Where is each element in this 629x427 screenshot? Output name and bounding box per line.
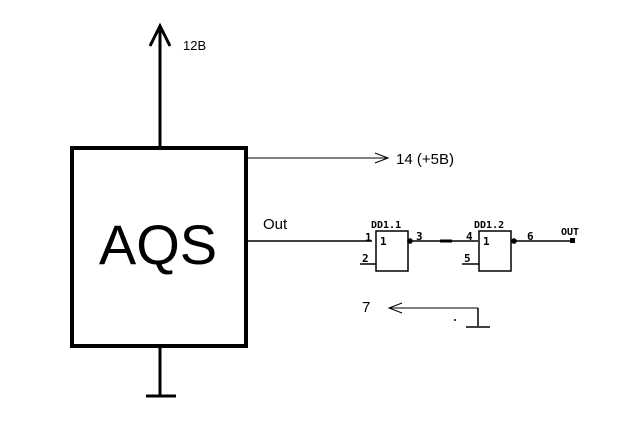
gate-1-output-dot bbox=[407, 238, 413, 244]
output-label: OUT bbox=[561, 227, 579, 238]
supply-arrow-icon bbox=[148, 22, 172, 47]
module-label: AQS bbox=[99, 213, 217, 276]
gate-1-pin-in2: 2 bbox=[362, 252, 369, 265]
out-label: Out bbox=[263, 216, 288, 233]
gate-2-pin-out: 6 bbox=[527, 230, 534, 243]
supply-label: 12В bbox=[183, 38, 206, 53]
output-terminal bbox=[570, 238, 575, 243]
gate-1-pin-in1: 1 bbox=[365, 231, 372, 244]
aqs-module-box bbox=[70, 146, 248, 348]
gate-1-name: DD1.1 bbox=[371, 220, 401, 231]
pin7-label: 7 bbox=[362, 299, 370, 316]
stray-dot bbox=[454, 319, 456, 321]
gate-2-pin-in2: 5 bbox=[464, 252, 471, 265]
gate-2-pin-in1: 4 bbox=[466, 230, 473, 243]
gate-2-output-dot bbox=[511, 238, 517, 244]
pin7-arrow-icon bbox=[387, 302, 403, 314]
gate-2-box bbox=[478, 230, 512, 272]
gate-1-inner: 1 bbox=[380, 235, 387, 248]
pin14-label: 14 (+5В) bbox=[396, 151, 454, 168]
gate-1-box bbox=[375, 230, 409, 272]
gate-1-pin-out: 3 bbox=[416, 230, 423, 243]
pin14-arrow-icon bbox=[374, 152, 390, 164]
gate-2-inner: 1 bbox=[483, 235, 490, 248]
gate-2-name: DD1.2 bbox=[474, 220, 504, 231]
